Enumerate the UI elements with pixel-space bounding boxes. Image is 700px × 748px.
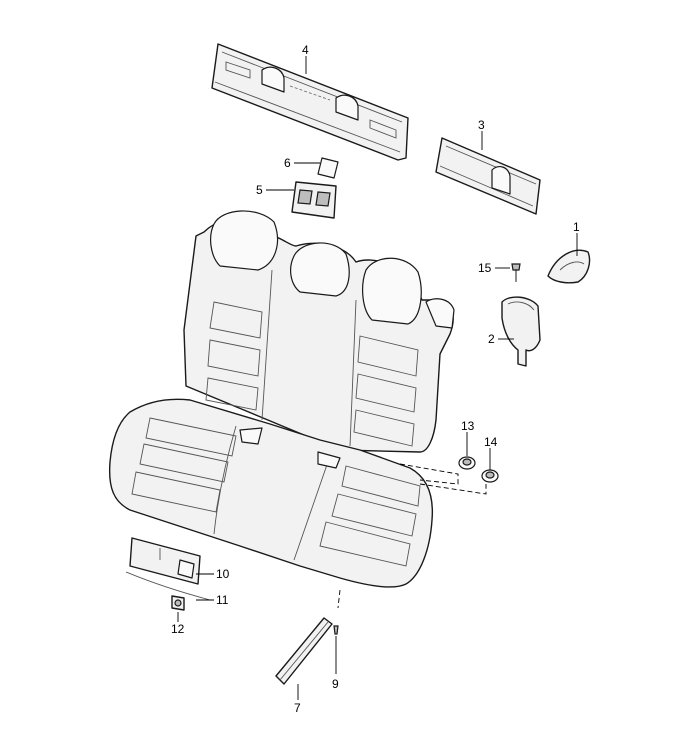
callout-1: 1: [573, 220, 580, 234]
callout-labels: 4 3 6 5 1 15 2 13 14 10 11 12 9 7: [171, 43, 580, 715]
part-6-pad[interactable]: [317, 157, 339, 179]
callout-7: 7: [294, 701, 301, 715]
part-4-backrest-rear-panel[interactable]: [211, 43, 409, 161]
callout-6: 6: [284, 156, 291, 170]
part-9-pin[interactable]: [333, 625, 339, 635]
part-1-cover-cap[interactable]: [547, 249, 591, 284]
part-2-side-trim[interactable]: [501, 296, 541, 367]
callout-5: 5: [256, 183, 263, 197]
part-15-screw[interactable]: [511, 263, 521, 282]
part-13-grommet[interactable]: [458, 456, 476, 470]
callout-12: 12: [171, 622, 185, 636]
part-5-latch-bracket[interactable]: [291, 181, 337, 219]
callout-2: 2: [488, 332, 495, 346]
part-10-trim-strip[interactable]: [129, 537, 201, 585]
part-12-clip[interactable]: [171, 595, 185, 611]
callout-10: 10: [216, 567, 230, 581]
callout-13: 13: [461, 419, 475, 433]
callout-11: 11: [216, 593, 229, 607]
callout-3: 3: [478, 118, 485, 132]
part-3-rear-panel[interactable]: [435, 137, 541, 215]
callout-15: 15: [478, 261, 492, 275]
part-7-strap[interactable]: [275, 617, 333, 685]
callout-4: 4: [302, 43, 309, 57]
backrest[interactable]: [183, 210, 455, 453]
part-14-grommet[interactable]: [481, 469, 499, 483]
callout-14: 14: [484, 435, 498, 449]
seat-cushion[interactable]: [108, 398, 434, 588]
part-11-wire[interactable]: [125, 571, 211, 601]
leader-lines: [177, 56, 578, 700]
callout-9: 9: [332, 677, 339, 691]
